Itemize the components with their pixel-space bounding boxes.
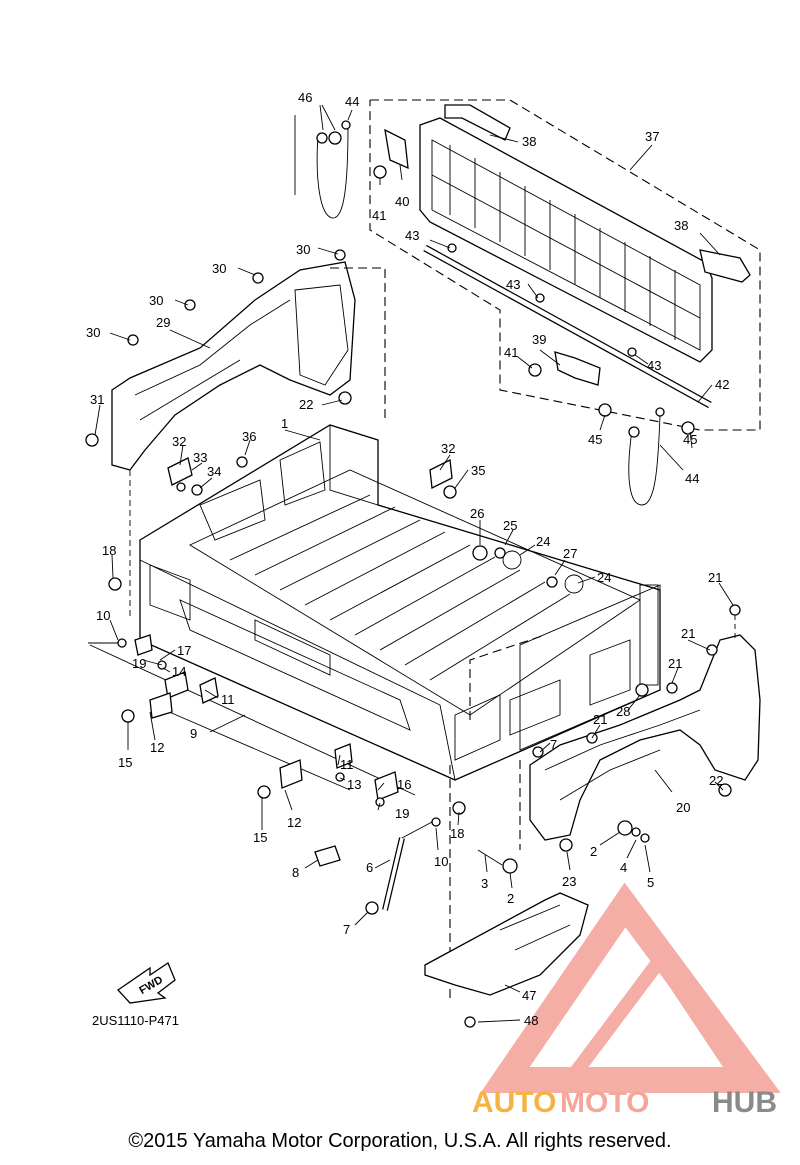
- callout-8: 8: [292, 865, 299, 880]
- callout-20: 20: [676, 800, 690, 815]
- callout-9: 9: [190, 726, 197, 741]
- callout-7: 7: [550, 737, 557, 752]
- callout-42: 42: [715, 377, 729, 392]
- callout-46: 46: [298, 90, 312, 105]
- callout-1: 1: [281, 416, 288, 431]
- callout-35: 35: [471, 463, 485, 478]
- callout-11: 11: [340, 757, 354, 772]
- bracket-right: [554, 351, 601, 386]
- callout-2: 2: [507, 891, 514, 906]
- callout-45: 45: [683, 432, 697, 447]
- callout-30: 30: [86, 325, 100, 340]
- callout-16: 16: [397, 777, 411, 792]
- callout-28: 28: [616, 704, 630, 719]
- callout-18: 18: [102, 543, 116, 558]
- callout-13: 13: [347, 777, 361, 792]
- latch-upper: [444, 104, 511, 141]
- callout-12: 12: [150, 740, 164, 755]
- callout-26: 26: [470, 506, 484, 521]
- callout-39: 39: [532, 332, 546, 347]
- callout-41: 41: [372, 208, 386, 223]
- watermark-part2: MOTO: [560, 1086, 649, 1119]
- callout-29: 29: [156, 315, 170, 330]
- copyright-notice: ©2015 Yamaha Motor Corporation, U.S.A. A…: [128, 1130, 672, 1152]
- callout-37: 37: [645, 129, 659, 144]
- watermark-part1: AUTO: [472, 1086, 556, 1119]
- callout-5: 5: [647, 875, 654, 890]
- callout-34: 34: [207, 464, 221, 479]
- callout-43: 43: [405, 228, 419, 243]
- leader-lines: [94, 104, 734, 1023]
- latch-linkage: [88, 634, 466, 915]
- callout-43: 43: [647, 358, 661, 373]
- right-side-panel: [529, 604, 761, 852]
- tailgate-panel: [419, 117, 713, 363]
- callout-38: 38: [674, 218, 688, 233]
- tailgate-group: [294, 99, 761, 506]
- left-side-panel: [85, 249, 386, 620]
- callout-21: 21: [708, 570, 722, 585]
- callout-19: 19: [395, 806, 409, 821]
- cargo-bed: [139, 424, 661, 1000]
- callout-21: 21: [681, 626, 695, 641]
- bracket-left: [384, 128, 409, 170]
- callout-31: 31: [90, 392, 104, 407]
- fwd-arrow-icon: FWD: [117, 962, 176, 1004]
- watermark-logo-icon: [480, 882, 781, 1093]
- callout-10: 10: [434, 854, 448, 869]
- callout-23: 23: [562, 874, 576, 889]
- callout-3: 3: [481, 876, 488, 891]
- callout-25: 25: [503, 518, 517, 533]
- callout-2: 2: [590, 844, 597, 859]
- callout-33: 33: [193, 450, 207, 465]
- callout-27: 27: [563, 546, 577, 561]
- callout-30: 30: [296, 242, 310, 257]
- callout-14: 14: [172, 664, 186, 679]
- callout-44: 44: [685, 471, 699, 486]
- latch-right: [699, 249, 751, 283]
- callout-32: 32: [441, 441, 455, 456]
- callout-38: 38: [522, 134, 536, 149]
- watermark-text: AUTO MOTO HUB: [472, 1086, 777, 1119]
- callout-15: 15: [118, 755, 132, 770]
- callout-45: 45: [588, 432, 602, 447]
- callout-32: 32: [172, 434, 186, 449]
- callout-19: 19: [132, 656, 146, 671]
- callout-10: 10: [96, 608, 110, 623]
- callout-40: 40: [395, 194, 409, 209]
- watermark-part3: HUB: [712, 1086, 777, 1119]
- callout-47: 47: [522, 988, 536, 1003]
- callout-21: 21: [593, 712, 607, 727]
- diagram-code: 2US1110-P471: [92, 1013, 179, 1028]
- callout-22: 22: [709, 773, 723, 788]
- callout-48: 48: [524, 1013, 538, 1028]
- callout-4: 4: [620, 860, 627, 875]
- callout-7: 7: [343, 922, 350, 937]
- callout-44: 44: [345, 94, 359, 109]
- callout-30: 30: [149, 293, 163, 308]
- callout-18: 18: [450, 826, 464, 841]
- lower-hardware: [108, 456, 650, 1028]
- callout-36: 36: [242, 429, 256, 444]
- callout-22: 22: [299, 397, 313, 412]
- callout-numbers: 46 44 38 37 41 40 43 38 30 30 30 29 30 4…: [86, 90, 729, 1028]
- callout-41: 41: [504, 345, 518, 360]
- callout-30: 30: [212, 261, 226, 276]
- callout-12: 12: [287, 815, 301, 830]
- callout-11: 11: [221, 692, 235, 707]
- callout-6: 6: [366, 860, 373, 875]
- callout-17: 17: [177, 643, 191, 658]
- callout-24: 24: [536, 534, 550, 549]
- callout-43: 43: [506, 277, 520, 292]
- callout-24: 24: [597, 570, 611, 585]
- callout-21: 21: [668, 656, 682, 671]
- callout-15: 15: [253, 830, 267, 845]
